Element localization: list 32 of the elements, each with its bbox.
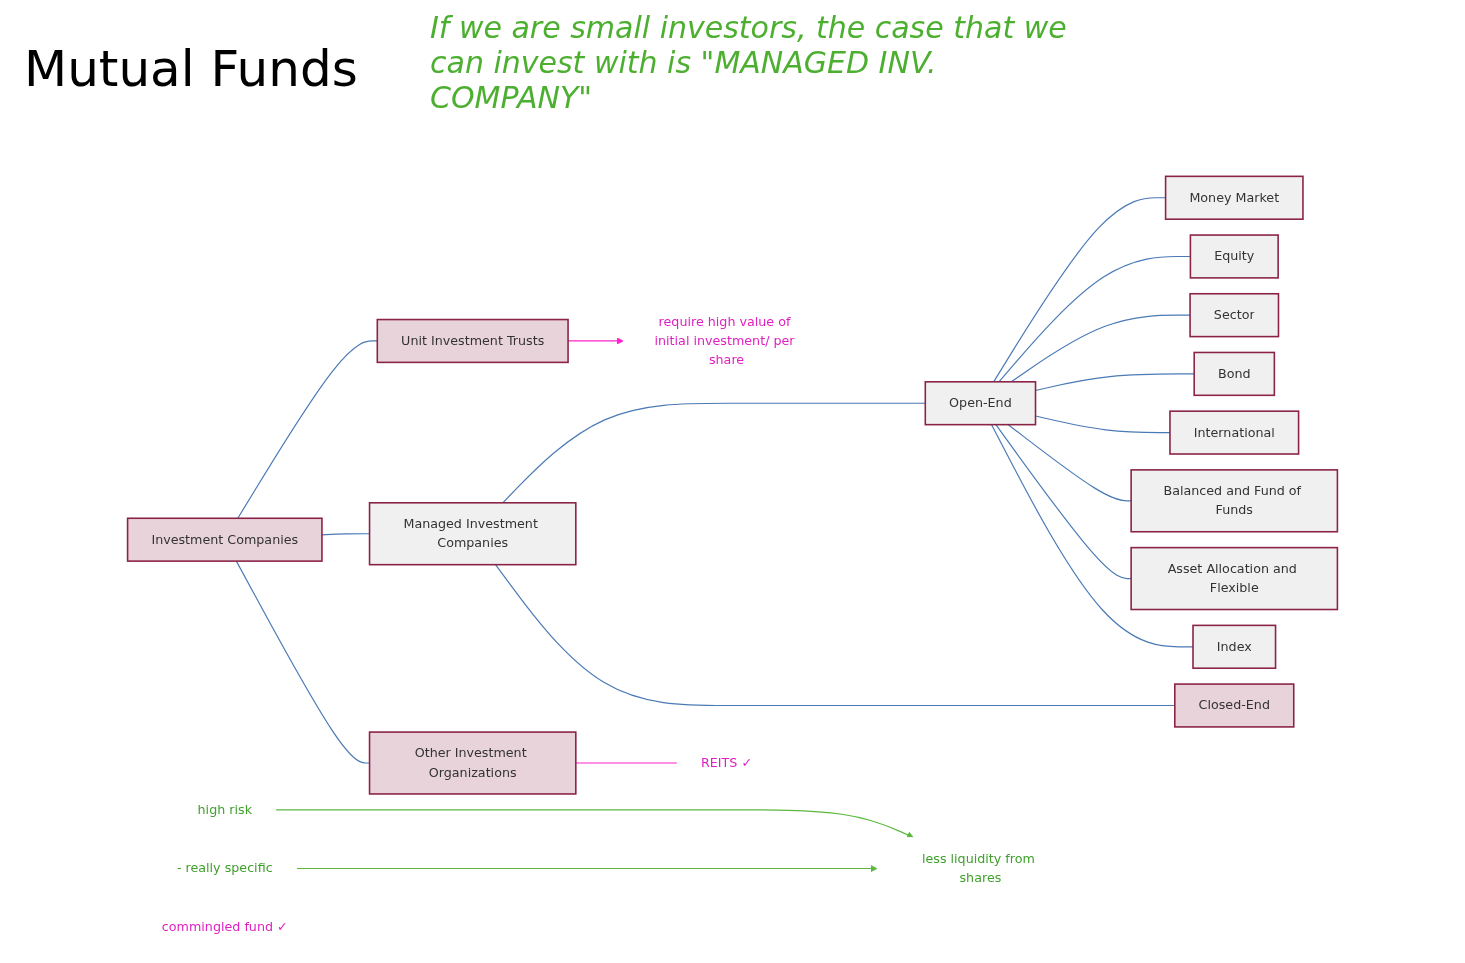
connector xyxy=(990,424,1194,648)
node-box: Unit Investment Trusts xyxy=(376,318,569,364)
connector xyxy=(502,402,926,504)
connector xyxy=(995,424,1132,580)
arrow xyxy=(295,865,878,872)
connector xyxy=(237,340,378,519)
node-text: require high value of initial investment/ per share xyxy=(654,313,795,368)
node-box: Sector xyxy=(1189,292,1280,338)
node-box: Closed-End xyxy=(1174,683,1295,728)
node-box: Other Investment Organizations xyxy=(368,731,577,795)
handwritten-note: If we are small investors, the case that we can invest with is "MANAGED INV. COMPANY" xyxy=(430,10,1068,115)
node-box: Bond xyxy=(1193,351,1276,397)
node-text: less liquidity from shares xyxy=(921,851,1035,886)
node-text: high risk xyxy=(197,801,252,817)
node-box: Money Market xyxy=(1164,175,1304,220)
node-text: commingled fund ✓ xyxy=(161,919,288,935)
title: Mutual Funds xyxy=(24,40,358,98)
connector xyxy=(575,762,678,764)
node-box: International xyxy=(1169,410,1300,455)
node-box: Index xyxy=(1192,624,1277,669)
connector xyxy=(1007,424,1132,502)
node-box: Investment Companies xyxy=(126,517,323,562)
connector xyxy=(1010,314,1191,383)
node-box: Balanced and Fund of Funds xyxy=(1130,469,1339,533)
connector xyxy=(998,255,1191,383)
arrow xyxy=(275,809,914,839)
node-text: - really specific xyxy=(176,860,273,876)
node-box: Open-End xyxy=(924,381,1037,426)
node-box: Asset Allocation and Flexible xyxy=(1130,546,1339,611)
node-box: Equity xyxy=(1189,234,1279,279)
node-box: Managed Investment Companies xyxy=(368,502,577,566)
node-text: REITS ✓ xyxy=(701,755,753,771)
